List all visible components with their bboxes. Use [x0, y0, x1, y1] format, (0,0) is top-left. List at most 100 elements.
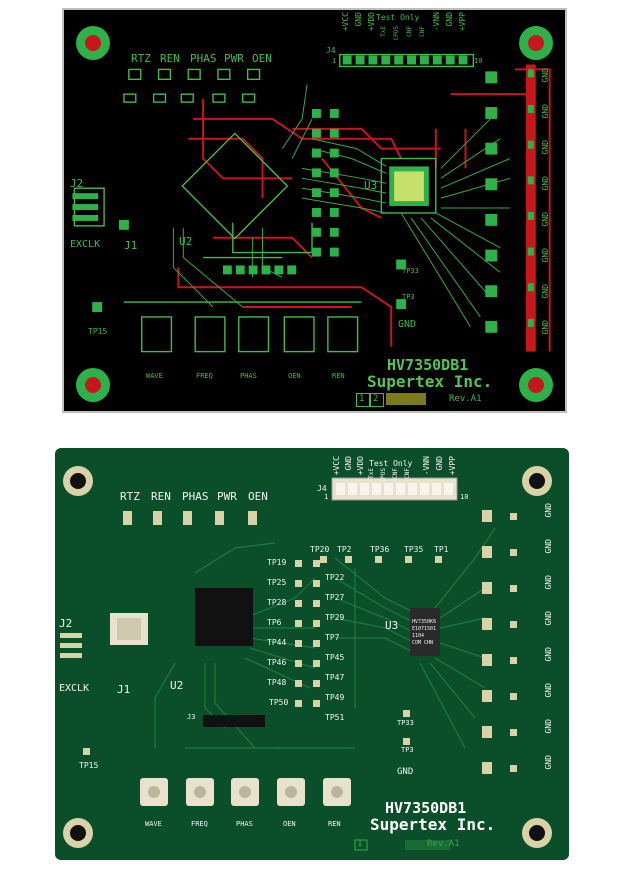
tp-label: TP6: [267, 618, 282, 627]
tp3-label: TP3: [401, 746, 414, 754]
gnd-label: GND: [541, 212, 550, 227]
button-label-freq: FREQ: [191, 820, 208, 828]
switch-label-rtz: RTZ: [131, 52, 151, 65]
gnd-label: GND: [541, 140, 550, 155]
tp15-label: TP15: [88, 327, 108, 336]
tp-label: TP1: [434, 545, 449, 554]
board-name: HV7350DB1: [385, 799, 467, 817]
pin-label: CNF: [404, 468, 411, 479]
connector-label-j1: J1: [117, 683, 131, 696]
pin-label: +VPP: [458, 12, 467, 32]
pin-label: GND: [435, 456, 444, 471]
connector-label-j3: J3: [187, 713, 196, 721]
gnd-label: GND: [544, 683, 553, 698]
button-label-wave: WAVE: [146, 372, 163, 380]
layer-box-1: 1: [356, 393, 370, 407]
layer-2-label: 2: [373, 394, 379, 404]
pin-label: +VCC: [341, 12, 350, 32]
connector-pin1: 1: [332, 57, 337, 65]
tp-label: TP19: [267, 558, 287, 567]
chip-label-u3: U3: [364, 179, 378, 192]
switch-label-phas: PHAS: [182, 490, 209, 503]
tp-label: TP27: [325, 593, 345, 602]
mounting-hole: [519, 26, 553, 60]
pin-label: TxE: [380, 26, 387, 37]
tp-label: TP50: [269, 698, 289, 707]
pin-label: -VNN: [422, 456, 431, 476]
mounting-hole: [63, 818, 93, 848]
button-label-wave: WAVE: [145, 820, 162, 828]
pin-label: +VDD: [367, 12, 376, 32]
connector-label-j2: J2: [59, 617, 73, 630]
tp-label: TP25: [267, 578, 287, 587]
tp-label: TP49: [325, 693, 345, 702]
switch-label-ren: REN: [151, 490, 171, 503]
tp15-label: TP15: [79, 761, 99, 770]
gnd-label: GND: [544, 503, 553, 518]
pin-label: +VPP: [448, 456, 457, 476]
revision-label: Rev.A1: [427, 839, 460, 849]
pin-label: CNF: [406, 26, 413, 37]
pcb-layout-view: RTZ REN PHAS PWR OEN J4 Test Only 1 10 +…: [62, 8, 567, 413]
button-label-ren: REN: [332, 372, 345, 380]
pcb-photo-view: RTZ REN PHAS PWR OEN J4 Test Only 1 10 +…: [55, 448, 569, 860]
tp-label: TP51: [325, 713, 345, 722]
gnd-label: GND: [541, 68, 550, 83]
connector-pin1: 1: [324, 493, 329, 501]
tp-label: TP46: [267, 658, 287, 667]
pin-label: +VCC: [332, 456, 341, 476]
pin-label: CPOS: [393, 26, 400, 41]
connector-label-j2: J2: [70, 177, 84, 190]
chip-marking-line: E1071501: [412, 626, 437, 632]
gnd-label: GND: [544, 611, 553, 626]
switch-label-pwr: PWR: [217, 490, 237, 503]
switch-label-pwr: PWR: [224, 52, 244, 65]
switch-label-rtz: RTZ: [120, 490, 140, 503]
mounting-hole: [522, 818, 552, 848]
gnd-label: GND: [398, 319, 417, 330]
chip-marking-line: 1104: [412, 633, 425, 639]
tp-label: TP35: [404, 545, 424, 554]
switch-label-phas: PHAS: [190, 52, 217, 65]
gnd-label: GND: [541, 284, 550, 299]
gnd-label: GND: [541, 320, 550, 335]
pin-label: TxE: [368, 468, 375, 479]
tp-label: TP29: [325, 613, 345, 622]
chip-label-u3: U3: [385, 619, 399, 632]
tp-label: TP44: [267, 638, 287, 647]
tp-label: TP7: [325, 633, 340, 642]
layer-1-label: 1: [357, 839, 363, 849]
mounting-hole: [519, 368, 553, 402]
gnd-label: GND: [541, 104, 550, 119]
tp-label: TP22: [325, 573, 345, 582]
tp-label: TP20: [310, 545, 330, 554]
chip-label-u2: U2: [179, 235, 193, 248]
pin-label: GND: [445, 12, 454, 27]
pin-label: -VNN: [432, 12, 441, 32]
button-label-phas: PHAS: [236, 820, 253, 828]
switch-label-ren: REN: [160, 52, 180, 65]
layer-1-label: 1: [359, 394, 365, 404]
tp-label: TP36: [370, 545, 390, 554]
pin-label: GND: [354, 12, 363, 27]
pin-label: CNF: [392, 468, 399, 479]
board-name: HV7350DB1: [387, 356, 469, 374]
gnd-label: GND: [544, 647, 553, 662]
pcb-photo-artwork: [60, 477, 517, 851]
connector-pin10: 10: [460, 493, 469, 501]
button-label-freq: FREQ: [196, 372, 213, 380]
pcb-layout-artwork: [72, 53, 551, 353]
gnd-label: GND: [544, 755, 553, 770]
connector-pin10: 10: [474, 57, 483, 65]
revision-label: Rev.A1: [449, 394, 482, 404]
tp-label: TP45: [325, 653, 345, 662]
test-only-label: Test Only: [376, 13, 420, 22]
gnd-label: GND: [544, 539, 553, 554]
gnd-label: GND: [541, 176, 550, 191]
connector-label-j4: J4: [317, 484, 327, 493]
connector-label-j4: J4: [326, 46, 336, 55]
tp-label: TP28: [267, 598, 287, 607]
excl-label: EXCLK: [59, 683, 90, 694]
gnd-label: GND: [544, 719, 553, 734]
switch-label-oen: OEN: [248, 490, 268, 503]
